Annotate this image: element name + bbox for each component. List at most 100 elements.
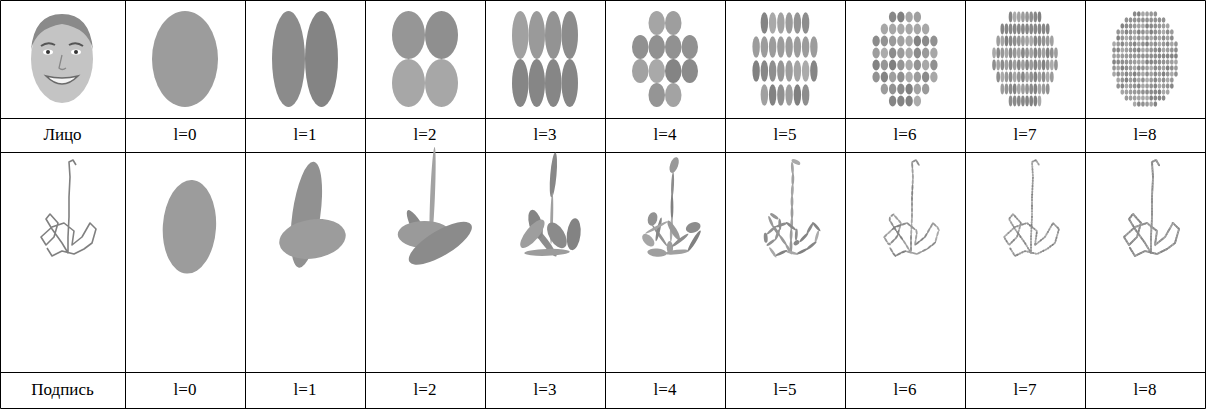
signature-stroke (41, 160, 96, 256)
face-ellipse (802, 12, 809, 34)
table-cell: l=3 (485, 372, 605, 408)
face-ellipse (897, 72, 904, 83)
signature-ellipse (911, 201, 913, 207)
face-ellipse (1145, 11, 1149, 16)
level-label: l=8 (1134, 381, 1157, 400)
table-cell: l=7 (965, 118, 1085, 152)
face-ellipse (1054, 60, 1058, 71)
signature-ellipse (1031, 165, 1033, 168)
signature-ellipse (911, 252, 918, 255)
face-ellipse (802, 36, 809, 58)
face-ellipse (794, 60, 801, 82)
face-ellipse (769, 12, 776, 34)
face-ellipse (1129, 89, 1133, 94)
face-ellipse (996, 72, 1000, 83)
signature-ellipse (911, 212, 913, 218)
eye (71, 49, 81, 54)
face-ellipse (1120, 41, 1124, 46)
signature-ellipse (895, 252, 902, 257)
signature-ellipse (911, 218, 913, 224)
level-label: l=8 (1134, 126, 1157, 145)
face-ellipse (529, 59, 546, 107)
signature-ellipse (665, 248, 690, 255)
signature-ellipse (910, 225, 916, 231)
face-ellipse (1116, 41, 1120, 46)
face-ellipse (1149, 77, 1153, 82)
signature-ellipse (1030, 246, 1032, 249)
face-ellipse (1137, 53, 1141, 58)
face-ellipse (425, 59, 458, 107)
face-ellipse (1166, 71, 1170, 76)
face-ellipse (1017, 48, 1021, 59)
signature-ellipse (889, 247, 894, 253)
face-ellipse (1145, 47, 1149, 52)
face-ellipse (1120, 77, 1124, 82)
table-cell: l=2 (365, 372, 485, 408)
signature-ellipse (1057, 231, 1060, 235)
face-ellipse (872, 48, 879, 59)
face-ellipse (785, 84, 792, 106)
face-ellipse (1125, 65, 1129, 70)
eye (43, 49, 53, 54)
table-cell: l=5 (725, 118, 845, 152)
face-ellipse (632, 59, 649, 83)
grid-line (125, 1, 126, 409)
face-ellipse (1137, 47, 1141, 52)
face-ellipse (1153, 17, 1157, 22)
face-ellipse (1025, 72, 1029, 83)
signature-ellipse (1030, 238, 1032, 241)
face-ellipse (1013, 72, 1017, 83)
signature-ellipse (911, 168, 913, 175)
face-ellipse (897, 36, 904, 47)
face-ellipse (1125, 95, 1129, 100)
face-ellipse (1013, 36, 1017, 47)
face-ellipse (905, 72, 912, 83)
face-ellipse (1149, 17, 1153, 22)
face-ellipse (1170, 47, 1174, 52)
table-cell: l=1 (245, 372, 365, 408)
face-ellipse (1038, 24, 1042, 35)
signature-ellipse (912, 179, 914, 185)
face-ellipse (872, 72, 879, 83)
face-ellipse (1025, 12, 1029, 23)
face-ellipse (1158, 89, 1162, 94)
face-ellipse (1125, 23, 1129, 28)
face-ellipse (1129, 77, 1133, 82)
table-cell: l=1 (245, 118, 365, 152)
face-ellipse (1038, 48, 1042, 59)
face-ellipse (930, 48, 937, 59)
face-ellipse (1153, 89, 1157, 94)
face-ellipse (1033, 36, 1037, 47)
face-ellipse (1153, 47, 1157, 52)
signature-ellipse (686, 229, 702, 252)
signature-ellipse (565, 218, 582, 251)
face-ellipse (1158, 29, 1162, 34)
face-ellipse (1005, 60, 1009, 71)
face-ellipse (1129, 29, 1133, 34)
face-ellipse (1153, 65, 1157, 70)
face-ellipse (1125, 71, 1129, 76)
face-ellipse (425, 11, 458, 59)
face-oval (31, 15, 93, 103)
face-ellipse (1120, 59, 1124, 64)
face-ellipse (1029, 60, 1033, 71)
signature-ellipse (785, 250, 798, 256)
face-ellipse (1149, 89, 1153, 94)
face-ellipse (1158, 59, 1162, 64)
signature-ellipse (775, 222, 788, 229)
face-ellipse (1141, 35, 1145, 40)
face-ellipse (1141, 17, 1145, 22)
table-cell: l=5 (725, 372, 845, 408)
face-ellipse (1033, 12, 1037, 23)
signature-ellipse (911, 162, 913, 169)
face-ellipse (761, 36, 768, 58)
face-ellipse (1158, 17, 1162, 22)
face-ellipse (392, 59, 425, 107)
face-ellipse (1033, 24, 1037, 35)
signature-ellipse (890, 238, 896, 244)
signature-ellipse (1031, 196, 1033, 199)
face-ellipse (1112, 41, 1116, 46)
face-ellipse (1153, 11, 1157, 16)
signature-ellipse (791, 173, 794, 186)
